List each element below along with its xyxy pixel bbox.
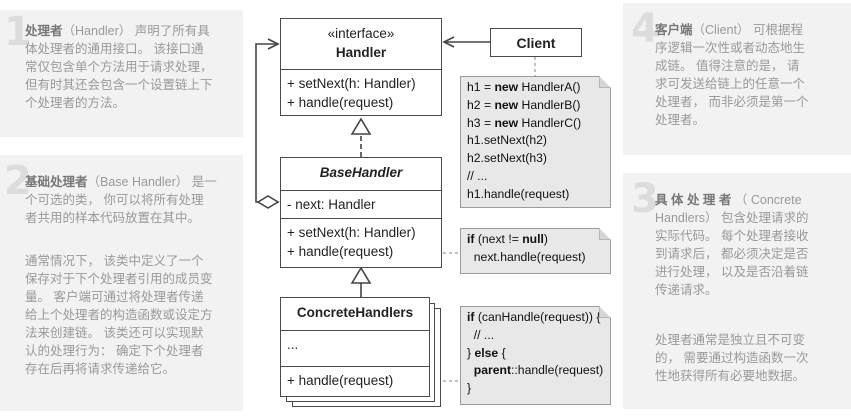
description-line: 给上个处理者的构造函数或设定方 (25, 308, 213, 322)
description-line: 客户端（Client） 可根据程 (655, 23, 803, 37)
concrete-handlers-methods: + handle(request) (281, 366, 429, 394)
description-line: 进行处理， 以及是否沿着链 (655, 265, 809, 279)
association-arrowhead (442, 36, 455, 48)
step-number: 1 (4, 9, 32, 55)
description-line: Handlers） 包含处理请求的 (655, 211, 809, 225)
concrete-handlers-class-name: ConcreteHandlers (296, 305, 414, 320)
step-number: 2 (4, 158, 32, 204)
description-line: 序逻辑一次性或者动态地生 (655, 41, 806, 55)
code-line: // ... (467, 168, 488, 183)
description-line: 存在后再将请求传递给它。 (25, 362, 176, 376)
base-handler-class-box: BaseHandler - next: Handler + setNext(h:… (280, 157, 442, 268)
description-line: 求可发送给链上的任意一个 (655, 77, 806, 91)
description-line: 到请求后， 都必须决定是否 (655, 247, 809, 261)
description-line: 通常情况下， 该类中定义了一个 (25, 254, 204, 268)
note-fold-corner (599, 228, 611, 240)
handler-class-box: «interface» Handler + setNext(h: Handler… (280, 18, 442, 116)
concrete-handler-code-note: if (canHandle(request)) { // ... } else {… (460, 306, 611, 405)
description-line: 个可选的类， 你可以将所有处理 (25, 193, 204, 207)
description-line: 个处理者的方法。 (25, 96, 126, 110)
next-aggregation-line (255, 43, 279, 203)
description-line: 处理者（Handler） 声明了所有具 (25, 24, 210, 38)
code-line: h3 = new HandlerC() (467, 115, 582, 130)
description-line: 者共用的样本代码放置在其中。 (25, 211, 201, 225)
note-fold-corner (599, 76, 611, 88)
description-line: 处理者。 (655, 113, 706, 127)
code-line: h2 = new HandlerB() (467, 97, 581, 112)
description-line: 法来创建链。 该类还可以实现默 (25, 326, 204, 340)
description-line: 成链。 值得注意的是， 请 (655, 59, 800, 73)
code-line: if (canHandle(request)) { (467, 310, 601, 324)
base-handler-class-name: BaseHandler (319, 165, 403, 180)
method: + handle(request) (287, 95, 394, 110)
description-line: 保存对于下个处理者引用的成员变 (25, 272, 213, 286)
description-line: 传递请求。 (655, 283, 718, 297)
client-class-name: Client (516, 35, 556, 51)
method: + handle(request) (287, 244, 394, 259)
description-line: 具 体 处 理 者 （ Concrete (655, 193, 802, 207)
code-line: parent::handle(request) (473, 363, 604, 378)
code-line: h1 = new HandlerA() (467, 80, 581, 94)
panel-client-description: 4 客户端（Client） 可根据程序逻辑一次性或者动态地生成链。 值得注意的是… (623, 3, 851, 155)
aggregation-arrowhead (267, 38, 280, 50)
handler-class-name: Handler (335, 45, 387, 60)
base-handler-description-text: 基础处理者（Base Handler） 是一个可选的类， 你可以将所有处理者共用… (25, 173, 240, 227)
handler-description-text: 处理者（Handler） 声明了所有具体处理者的通用接口。 该接口通常仅包含单个… (25, 22, 240, 112)
method: + setNext(h: Handler) (287, 225, 416, 240)
method: + handle(request) (287, 373, 394, 388)
description-line: 认的处理行为： 确定下个处理者 (25, 344, 204, 358)
concrete-handler-description-text-2: 处理者通常是独立且不可变的， 需要通过构造函数一次性地获得所有必要地数据。 (655, 331, 851, 385)
description-line: 处理者， 而非必须是第一个 (655, 95, 809, 109)
base-handler-description-text-2: 通常情况下， 该类中定义了一个保存对于下个处理者引用的成员变量。 客户端可通过将… (25, 252, 240, 378)
step-number: 4 (631, 6, 659, 52)
aggregation-diamond (256, 195, 280, 209)
realization-arrowhead (350, 117, 372, 135)
description-line: 体处理者的通用接口。 该接口通 (25, 42, 204, 56)
concrete-handlers-fields: ... (281, 330, 429, 366)
code-line: next.handle(request) (467, 249, 586, 264)
base-handler-fields: - next: Handler (281, 190, 441, 218)
handler-methods: + setNext(h: Handler) + handle(request) (281, 69, 441, 116)
description-line: 实际代码。 每个处理者接收 (655, 229, 809, 243)
description-line: 量。 客户端可通过将处理者传递 (25, 290, 204, 304)
concrete-handlers-class-box: ConcreteHandlers ... + handle(request) (280, 297, 430, 397)
handler-stereotype: «interface» (327, 26, 395, 41)
description-line: 基础处理者（Base Handler） 是一 (25, 175, 217, 189)
note-fold-corner (599, 306, 611, 318)
base-handler-code-note: if (next != null) next.handle(request) (460, 228, 611, 274)
field: ... (287, 337, 299, 352)
client-description-text: 客户端（Client） 可根据程序逻辑一次性或者动态地生成链。 值得注意的是， … (655, 21, 851, 129)
code-line: h1.setNext(h2) (467, 133, 547, 148)
inheritance-arrowhead (350, 266, 372, 284)
client-class-box: Client (490, 28, 582, 57)
description-line: 处理者通常是独立且不可变 (655, 333, 806, 347)
code-line: h1.handle(request) (467, 186, 570, 201)
field: - next: Handler (287, 197, 376, 212)
code-line: // ... (467, 327, 495, 342)
description-line: 性地获得所有必要地数据。 (655, 369, 806, 383)
code-line: } (467, 381, 472, 396)
client-code-note: h1 = new HandlerA() h2 = new HandlerB() h3… (460, 76, 611, 208)
description-line: 常仅包含单个方法用于请求处理， (25, 60, 213, 74)
code-line: h2.setNext(h3) (467, 151, 547, 166)
panel-base-handler-description: 2 基础处理者（Base Handler） 是一个可选的类， 你可以将所有处理者… (0, 155, 243, 411)
base-handler-methods: + setNext(h: Handler) + handle(request) (281, 218, 441, 265)
step-number: 3 (631, 176, 659, 222)
code-line: } else { (467, 345, 506, 360)
panel-handler-description: 1 处理者（Handler） 声明了所有具体处理者的通用接口。 该接口通常仅包含… (0, 10, 243, 137)
method: + setNext(h: Handler) (287, 76, 416, 91)
code-line: if (next != null) (467, 232, 548, 246)
description-line: 的， 需要通过构造函数一次 (655, 351, 809, 365)
description-line: 但有时其还会包含一个设置链上下 (25, 78, 213, 92)
